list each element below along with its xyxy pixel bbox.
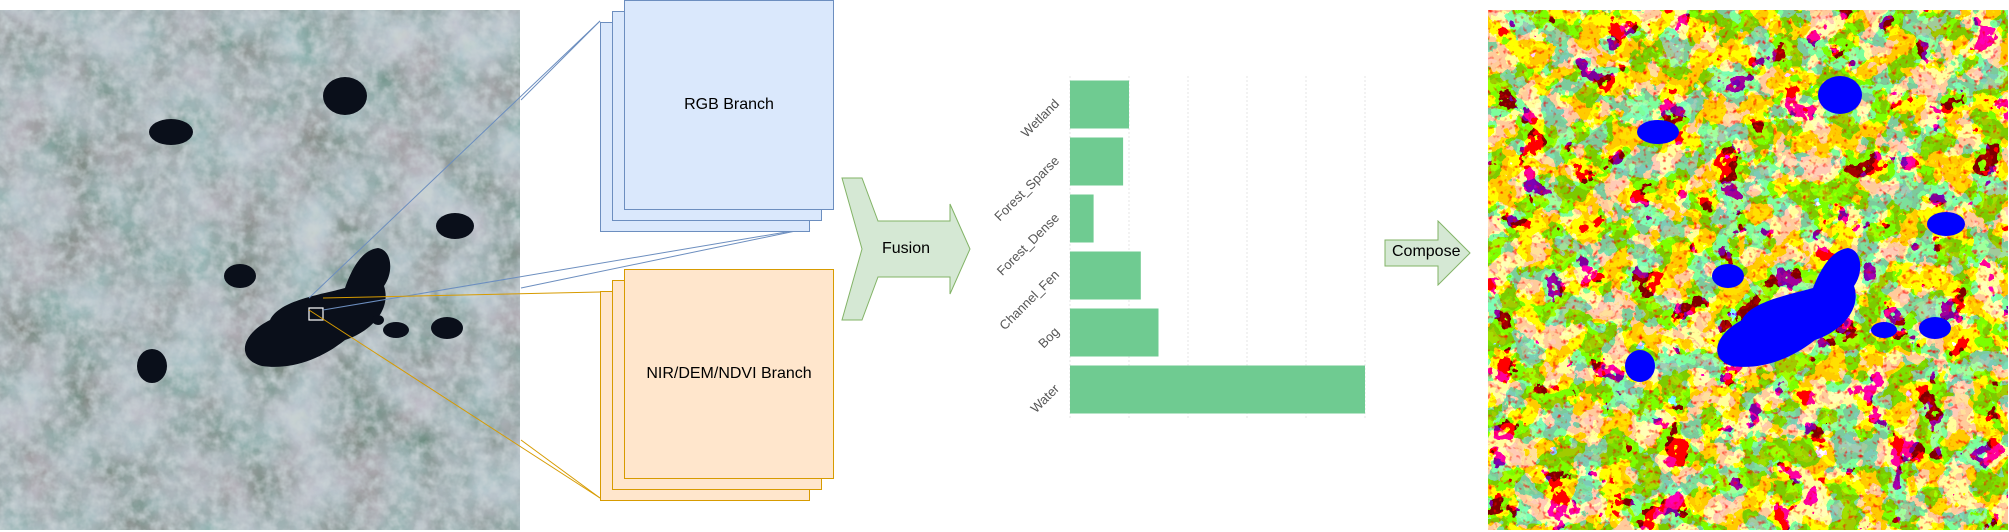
compose-arrow: Compose xyxy=(1384,220,1472,286)
nir-branch-card-front: NIR/DEM/NDVI Branch xyxy=(624,269,834,479)
bar-bog xyxy=(1070,308,1159,357)
fusion-arrow: Fusion xyxy=(840,176,972,322)
compose-arrow-shape xyxy=(1384,220,1471,286)
bar-forest-sparse xyxy=(1070,137,1124,186)
rgb-branch-label: RGB Branch xyxy=(684,96,774,113)
rgb-branch-card-front: RGB Branch xyxy=(624,0,834,210)
category-label-bog: Bog xyxy=(1035,324,1062,351)
chart-bars xyxy=(1070,80,1365,414)
bar-water xyxy=(1070,365,1365,414)
bar-forest-dense xyxy=(1070,194,1094,243)
nir-branch: NIR/DEM/NDVI Branch xyxy=(600,269,834,503)
fusion-label: Fusion xyxy=(882,240,931,257)
nir-branch-label: NIR/DEM/NDVI Branch xyxy=(646,365,812,382)
satellite-image xyxy=(0,10,520,530)
bar-channel-fen xyxy=(1070,251,1141,300)
chart-category-labels: WetlandForest_SparseForest_DenseChannel_… xyxy=(991,96,1062,416)
water-bodies xyxy=(1625,76,1965,382)
category-label-wetland: Wetland xyxy=(1018,96,1062,140)
bar-wetland xyxy=(1070,80,1129,129)
compose-label: Compose xyxy=(1392,243,1461,260)
fusion-arrow-shape xyxy=(841,177,971,321)
category-label-water: Water xyxy=(1027,381,1062,416)
category-label-channel-fen: Channel_Fen xyxy=(996,267,1062,333)
land-cover-map xyxy=(1488,10,2008,530)
class-distribution-chart: WetlandForest_SparseForest_DenseChannel_… xyxy=(991,76,1366,418)
rgb-branch: RGB Branch xyxy=(600,0,834,234)
chart-gridlines xyxy=(1069,76,1366,418)
